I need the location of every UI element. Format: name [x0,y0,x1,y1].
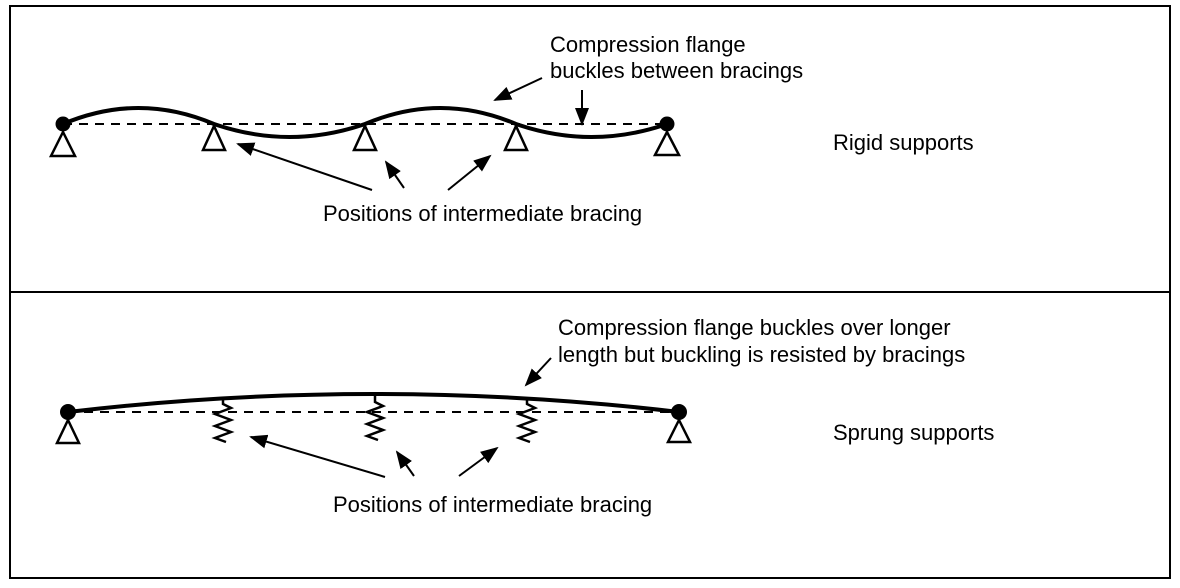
buckle-annotation-line1: Compression flange [550,32,746,57]
bracing-annotation: Positions of intermediate bracing [333,492,652,517]
spring-bracing-icon [363,394,387,442]
annotation-arrow [395,450,415,477]
bottom-panel-border [9,291,1171,579]
buckle-annotation-line2: length but buckling is resisted by braci… [558,342,965,367]
pin-support-triangle-icon [665,417,693,444]
beam-end-node-icon [659,116,675,132]
bracing-annotation: Positions of intermediate bracing [323,201,642,226]
spring-bracing-icon [515,399,539,444]
buckle-annotation-line1: Compression flange buckles over longer [558,315,951,340]
rigid-bracing-triangle-icon [201,122,227,152]
buckled-flange-curve [66,392,681,414]
buckle-annotation-line2: buckles between bracings [550,58,803,83]
support-type-label: Sprung supports [833,420,994,445]
support-type-label: Rigid supports [833,130,974,155]
annotation-arrow [236,142,373,191]
annotation-arrow [524,357,552,387]
annotation-arrow [447,154,492,191]
annotation-arrow [384,160,405,189]
beam-end-node-icon [55,116,71,132]
rigid-bracing-triangle-icon [352,122,378,152]
pin-support-triangle-icon [652,129,682,157]
sprung-supports-panel: Compression flange buckles over longer l… [9,291,1171,579]
beam-end-node-icon [60,404,76,420]
rigid-bracing-triangle-icon [503,122,529,152]
pin-support-triangle-icon [55,417,81,445]
rigid-supports-panel: Compression flange buckles between braci… [9,5,1171,293]
annotation-arrow [458,446,499,477]
beam-end-node-icon [671,404,687,420]
annotation-arrow [249,434,386,478]
spring-bracing-icon [211,399,235,444]
annotation-arrow [493,77,543,101]
pin-support-triangle-icon [48,129,78,158]
